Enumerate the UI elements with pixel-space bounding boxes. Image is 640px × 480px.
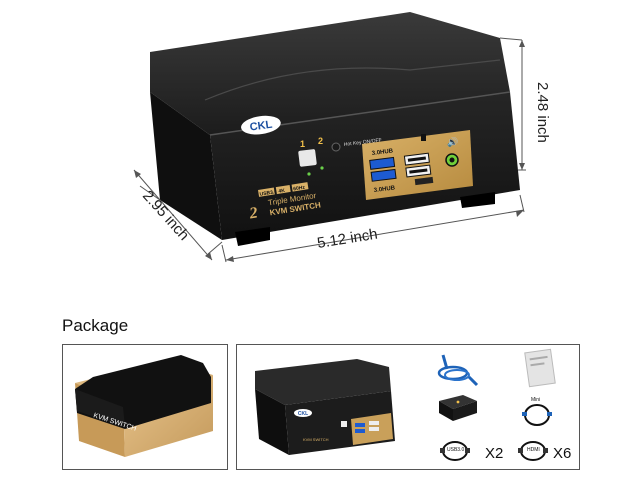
hotkey-label: Hot Key ON/OFF	[344, 137, 383, 148]
brand-logo-text: CKL	[249, 119, 273, 134]
led-indicator-1	[307, 172, 311, 176]
usb-hub-label-bottom: 3.0HUB	[374, 185, 397, 194]
usb30-cable-quantity: X2	[485, 445, 504, 462]
brand-logo: CKL	[241, 115, 281, 135]
port-number-2: 2	[318, 136, 323, 146]
svg-text:CKL: CKL	[298, 411, 308, 417]
speaker-icon: 🔊	[447, 136, 458, 148]
package-contents-frame: CKL KVM SWITCH	[236, 344, 580, 470]
gold-port-panel	[362, 130, 473, 200]
usb-cable-coil-icon	[437, 354, 479, 387]
spec-badge-1-text: USB3.0	[259, 189, 277, 198]
svg-text:KVM SWITCH: KVM SWITCH	[303, 437, 329, 442]
key-icon	[421, 134, 426, 141]
mini-cable-label: Mini	[531, 397, 540, 403]
led-indicator-2	[320, 166, 324, 170]
usb3-port-2[interactable]	[370, 168, 397, 182]
spec-badge-1	[258, 187, 275, 197]
package-box-illustration: KVM SWITCH	[75, 355, 213, 457]
usb30-cable-icon: USB3.0	[440, 441, 470, 461]
remote-controller-icon	[439, 395, 477, 421]
height-dimension: 2.48 inch	[499, 37, 551, 171]
usb3-port-1[interactable]	[369, 156, 396, 170]
spec-badge-3	[291, 182, 309, 192]
hdmi-cable-icon: HDMI	[518, 441, 548, 461]
height-label: 2.48 inch	[534, 82, 551, 143]
spec-badge-3-text: 60Hz	[293, 185, 306, 193]
model-numeral: 2	[247, 204, 259, 222]
hdmi-cable-quantity: X6	[553, 445, 572, 462]
width-label: 5.12 inch	[316, 226, 379, 252]
package-title: Package	[62, 316, 129, 335]
usb-hub-label-top: 3.0HUB	[372, 148, 395, 157]
port-number-1: 1	[300, 139, 305, 149]
hdmi-cable-label: HDMI	[527, 447, 540, 453]
hotkey-button[interactable]	[331, 142, 341, 152]
select-button[interactable]	[298, 149, 317, 167]
package-box-frame: KVM SWITCH	[62, 344, 228, 470]
user-manual-icon	[524, 348, 556, 388]
device-left-side	[150, 92, 222, 240]
product-illustration: CKL 1 2 Hot Key ON/OFF 3.0HUB 3.0HUB 🔊 U…	[133, 12, 551, 263]
spec-badge-2	[275, 184, 291, 195]
package-contents-illustration: CKL KVM SWITCH	[255, 348, 556, 461]
usb30-cable-label: USB3.0	[447, 447, 464, 453]
spec-badge-2-text: 4K	[278, 188, 286, 195]
mini-cable-icon: Mini	[522, 397, 552, 426]
kvm-device-small: CKL KVM SWITCH	[255, 359, 395, 455]
